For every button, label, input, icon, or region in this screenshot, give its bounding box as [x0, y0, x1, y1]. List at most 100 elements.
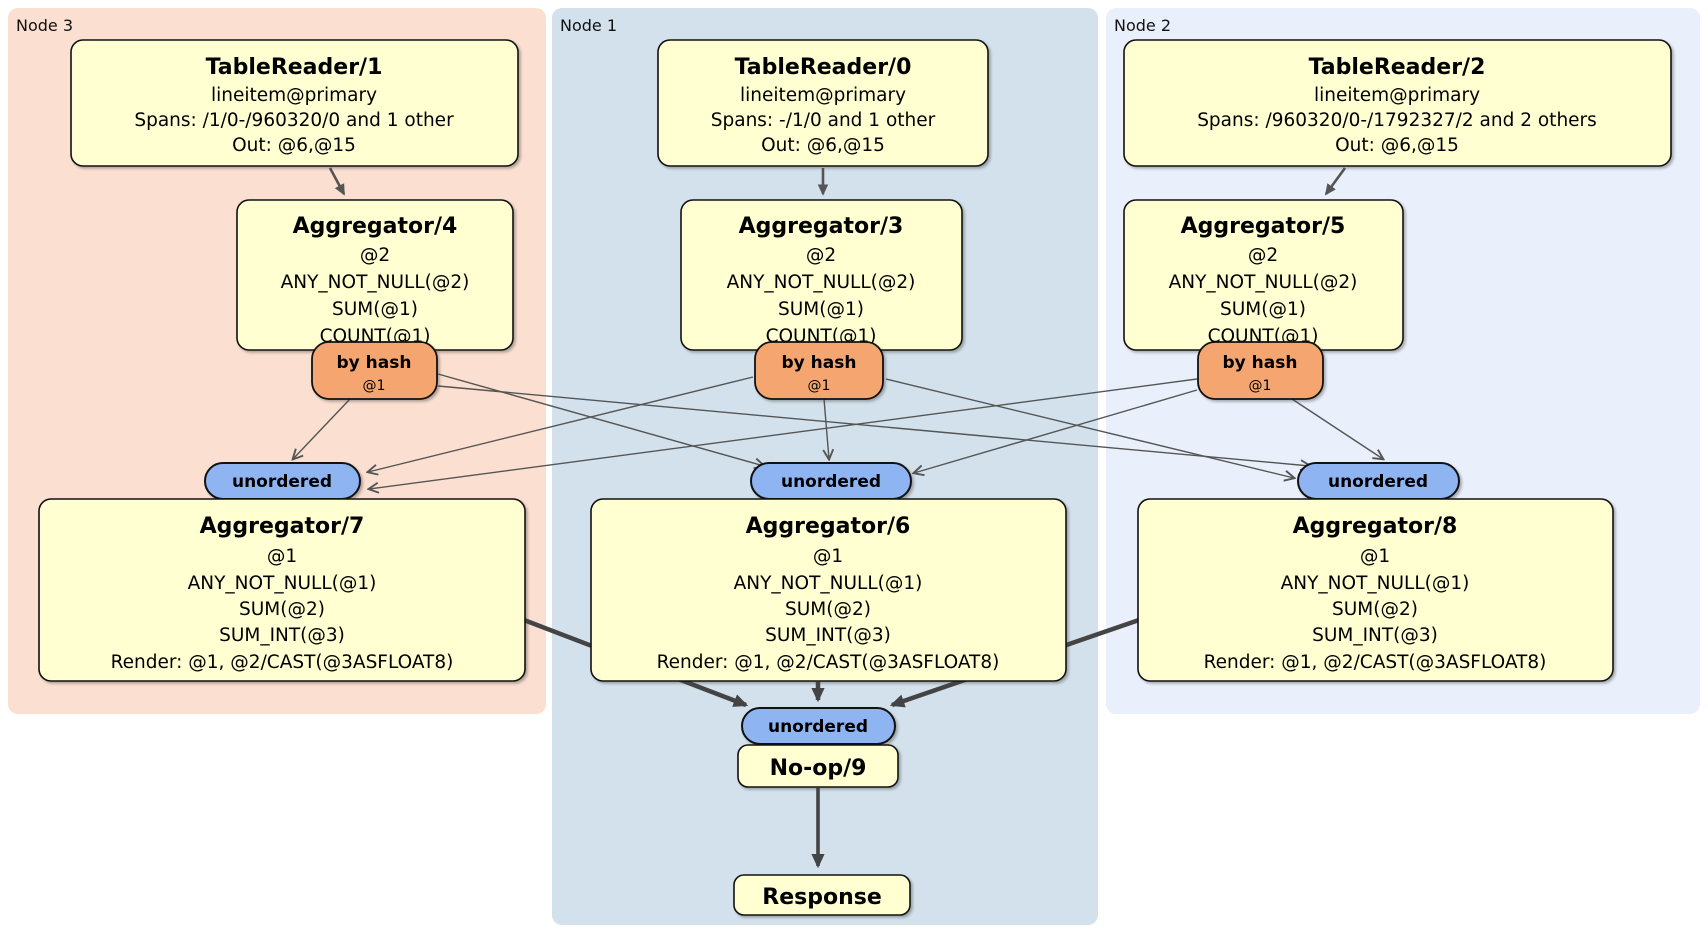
- edge-tablereader2-aggregator5: [1324, 167, 1347, 196]
- tablereader0-spans: Spans: -/1/0 and 1 other: [711, 110, 936, 131]
- router-byhash-4: by hash @1: [311, 341, 438, 400]
- sync7-label: unordered: [232, 472, 332, 492]
- tablereader1-spans: Spans: /1/0-/960320/0 and 1 other: [134, 110, 454, 131]
- aggregator5-groupcols: @2: [1248, 245, 1278, 266]
- router3-label: by hash: [782, 353, 857, 373]
- processor-aggregator4: Aggregator/4 @2 ANY_NOT_NULL(@2) SUM(@1)…: [236, 199, 514, 351]
- processor-aggregator6: Aggregator/6 @1 ANY_NOT_NULL(@1) SUM(@2)…: [590, 498, 1067, 682]
- router-byhash-3: by hash @1: [754, 341, 884, 400]
- edge-router5-sync6: [914, 389, 1198, 473]
- tablereader1-title: TableReader/1: [206, 55, 383, 80]
- router5-box: [1197, 341, 1324, 400]
- response-title: Response: [762, 885, 882, 910]
- sync-unordered-9: unordered: [741, 707, 896, 745]
- router4-detail: @1: [363, 378, 386, 394]
- aggregator7-sum: SUM(@2): [239, 599, 325, 620]
- region-label-node2: Node 2: [1114, 16, 1171, 35]
- aggregator7-render: Render: @1, @2/CAST(@3ASFLOAT8): [111, 652, 454, 673]
- edge-router5-sync7: [369, 378, 1198, 489]
- processor-response: Response: [733, 874, 911, 916]
- edge-router3-sync7: [368, 376, 754, 472]
- processor-noop: No-op/9: [737, 744, 899, 788]
- sync8-label: unordered: [1328, 472, 1428, 492]
- aggregator3-groupcols: @2: [806, 245, 836, 266]
- tablereader2-title: TableReader/2: [1309, 55, 1486, 80]
- sync-unordered-8: unordered: [1297, 462, 1460, 500]
- processor-aggregator7: Aggregator/7 @1 ANY_NOT_NULL(@1) SUM(@2)…: [38, 498, 526, 682]
- aggregator6-render: Render: @1, @2/CAST(@3ASFLOAT8): [657, 652, 1000, 673]
- edge-router3-sync6: [824, 398, 829, 459]
- tablereader2-spans: Spans: /960320/0-/1792327/2 and 2 others: [1197, 110, 1597, 131]
- aggregator8-title: Aggregator/8: [1293, 514, 1458, 539]
- processor-tablereader1: TableReader/1 lineitem@primary Spans: /1…: [70, 39, 519, 167]
- tablereader1-box: [70, 39, 519, 167]
- tablereader0-index: lineitem@primary: [740, 85, 906, 106]
- router4-label: by hash: [337, 353, 412, 373]
- region-label-node3: Node 3: [16, 16, 73, 35]
- sync9-oval: [741, 707, 896, 745]
- aggregator5-title: Aggregator/5: [1181, 214, 1346, 239]
- response-box: [733, 874, 911, 916]
- aggregator8-sum: SUM(@2): [1332, 599, 1418, 620]
- edge-tablereader1-aggregator4: [328, 167, 346, 196]
- tablereader2-index: lineitem@primary: [1314, 85, 1480, 106]
- noop-box: [737, 744, 899, 788]
- processor-aggregator3: Aggregator/3 @2 ANY_NOT_NULL(@2) SUM(@1)…: [680, 199, 963, 351]
- edge-router4-sync6: [437, 373, 764, 466]
- edge-router4-sync7: [293, 398, 351, 459]
- aggregator6-sum: SUM(@2): [785, 599, 871, 620]
- aggregator4-sum: SUM(@1): [332, 299, 418, 320]
- sync-unordered-6: unordered: [750, 462, 912, 500]
- router5-label: by hash: [1223, 353, 1298, 373]
- region-label-node1: Node 1: [560, 16, 617, 35]
- tablereader0-box: [657, 39, 989, 167]
- aggregator6-title: Aggregator/6: [746, 514, 911, 539]
- edge-router5-sync8: [1291, 398, 1383, 459]
- sync9-label: unordered: [768, 717, 868, 737]
- aggregator3-sum: SUM(@1): [778, 299, 864, 320]
- tablereader0-out: Out: @6,@15: [761, 135, 885, 156]
- aggregator5-anynotnull: ANY_NOT_NULL(@2): [1169, 272, 1358, 293]
- noop-title: No-op/9: [770, 756, 867, 781]
- edge-router4-sync8: [437, 385, 1310, 466]
- router4-box: [311, 341, 438, 400]
- aggregator6-sumint: SUM_INT(@3): [765, 625, 891, 646]
- router-byhash-5: by hash @1: [1197, 341, 1324, 400]
- aggregator8-groupcols: @1: [1360, 546, 1390, 567]
- edges-hash-to-sync: [293, 373, 1383, 489]
- tablereader1-index: lineitem@primary: [211, 85, 377, 106]
- tablereader2-box: [1123, 39, 1672, 167]
- aggregator8-anynotnull: ANY_NOT_NULL(@1): [1281, 573, 1470, 594]
- tablereader1-out: Out: @6,@15: [232, 135, 356, 156]
- processor-aggregator5: Aggregator/5 @2 ANY_NOT_NULL(@2) SUM(@1)…: [1123, 199, 1404, 351]
- router5-detail: @1: [1249, 378, 1272, 394]
- aggregator7-anynotnull: ANY_NOT_NULL(@1): [188, 573, 377, 594]
- aggregator4-anynotnull: ANY_NOT_NULL(@2): [281, 272, 470, 293]
- aggregator4-groupcols: @2: [360, 245, 390, 266]
- router3-box: [754, 341, 884, 400]
- aggregator6-groupcols: @1: [813, 546, 843, 567]
- aggregator7-sumint: SUM_INT(@3): [219, 625, 345, 646]
- aggregator7-title: Aggregator/7: [200, 514, 365, 539]
- aggregator3-anynotnull: ANY_NOT_NULL(@2): [727, 272, 916, 293]
- sync-unordered-7: unordered: [204, 462, 361, 500]
- aggregator6-anynotnull: ANY_NOT_NULL(@1): [734, 573, 923, 594]
- processor-tablereader0: TableReader/0 lineitem@primary Spans: -/…: [657, 39, 989, 167]
- aggregator4-title: Aggregator/4: [293, 214, 458, 239]
- aggregator5-sum: SUM(@1): [1220, 299, 1306, 320]
- aggregator3-title: Aggregator/3: [739, 214, 904, 239]
- aggregator7-groupcols: @1: [267, 546, 297, 567]
- aggregator8-sumint: SUM_INT(@3): [1312, 625, 1438, 646]
- tablereader2-out: Out: @6,@15: [1335, 135, 1459, 156]
- router3-detail: @1: [808, 378, 831, 394]
- processor-tablereader2: TableReader/2 lineitem@primary Spans: /9…: [1123, 39, 1672, 167]
- sync6-label: unordered: [781, 472, 881, 492]
- aggregator8-render: Render: @1, @2/CAST(@3ASFLOAT8): [1204, 652, 1547, 673]
- edge-router3-sync8: [885, 378, 1294, 478]
- aggregator8-box: [1137, 498, 1614, 682]
- aggregator6-box: [590, 498, 1067, 682]
- edges-tablereader-to-aggregator: [328, 167, 1347, 196]
- processor-aggregator8: Aggregator/8 @1 ANY_NOT_NULL(@1) SUM(@2)…: [1137, 498, 1614, 682]
- tablereader0-title: TableReader/0: [735, 55, 912, 80]
